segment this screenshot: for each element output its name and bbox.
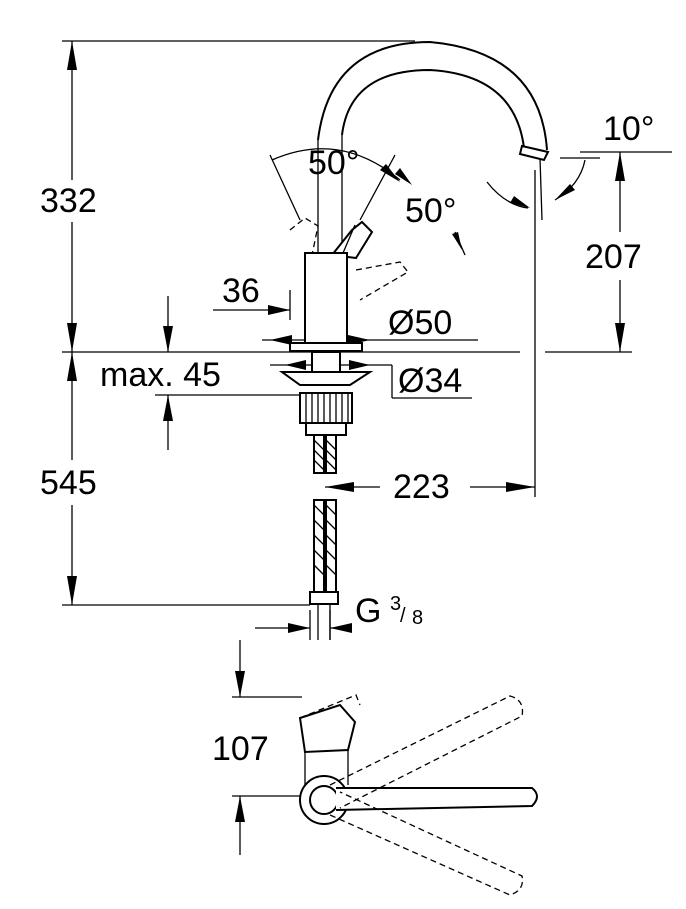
base-diameter-label: Ø50 — [388, 304, 452, 342]
spout-angle-label: 10° — [603, 110, 654, 148]
connection-numerator: 3 — [390, 593, 401, 615]
lever-width-label: 36 — [222, 272, 260, 310]
height-total-label: 332 — [40, 182, 97, 220]
connection-slash: / — [400, 605, 406, 627]
lever-angle-right-label: 50° — [405, 192, 456, 230]
height-under-label: 545 — [40, 464, 97, 502]
spout-reach-label: 223 — [393, 468, 450, 506]
faucet-front-view — [269, 40, 600, 640]
dimension-lines — [62, 40, 672, 640]
faucet-top-view — [232, 640, 538, 896]
connection-g-label: G — [355, 592, 381, 630]
spout-height-label: 207 — [585, 238, 642, 276]
hole-diameter-label: Ø34 — [398, 362, 462, 400]
max-thickness-label: max. 45 — [100, 356, 221, 394]
connection-denominator: 8 — [412, 607, 423, 629]
supply-hoses — [309, 434, 339, 640]
top-view-offset-label: 107 — [212, 730, 269, 768]
lever-angle-left-label: 50° — [308, 144, 359, 182]
